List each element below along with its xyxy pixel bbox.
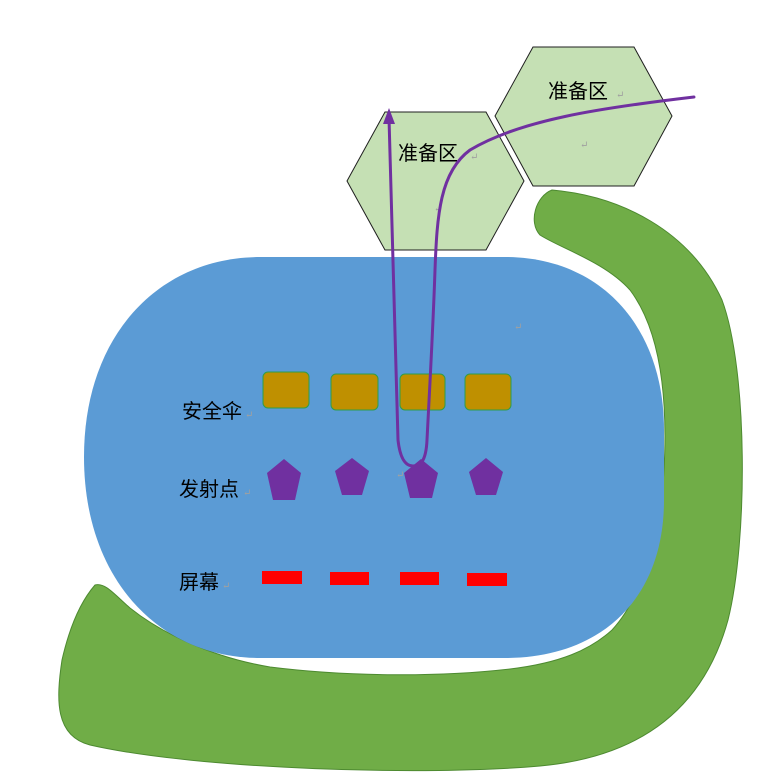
preparation-zone-2: 准备区 ↵ ↵ (494, 46, 673, 187)
launch-point-icon (404, 459, 438, 498)
screen-icon (400, 572, 439, 585)
return-mark: ↵ (434, 204, 442, 215)
launch-point-icon (469, 458, 503, 495)
preparation-zone-1-label: 准备区 (398, 141, 458, 165)
umbrella-icon (330, 373, 379, 411)
return-mark: ↵ (396, 470, 404, 481)
return-mark: ↵ (470, 152, 478, 163)
return-mark: ↵ (616, 90, 624, 101)
row-label-screen: 屏幕 (179, 570, 219, 594)
return-mark: ↵ (245, 410, 253, 421)
screen-icon (330, 572, 369, 585)
screen-icon (467, 573, 507, 586)
return-mark: ↵ (222, 581, 230, 592)
return-mark: ↵ (580, 140, 588, 151)
screen-icon (262, 571, 302, 584)
row-label-launch: 发射点 (179, 477, 239, 501)
launch-point-icon (267, 459, 301, 500)
path-arrowhead (383, 108, 395, 124)
blue-area (84, 257, 664, 658)
preparation-zone-2-shape (494, 46, 673, 187)
row-label-umbrella: 安全伞 (182, 399, 242, 423)
movement-path (387, 95, 696, 468)
preparation-zone-2-label: 准备区 (548, 79, 608, 103)
return-mark: ↵ (243, 488, 251, 499)
umbrella-icon (464, 373, 512, 411)
umbrella-icon (399, 373, 446, 411)
launch-point-icon (335, 458, 369, 495)
preparation-zone-1: 准备区 ↵ ↵ (346, 111, 525, 251)
preparation-zone-1-shape (346, 111, 525, 251)
green-track (58, 189, 743, 772)
return-mark: ↵ (514, 322, 522, 333)
umbrella-icon (262, 371, 310, 409)
